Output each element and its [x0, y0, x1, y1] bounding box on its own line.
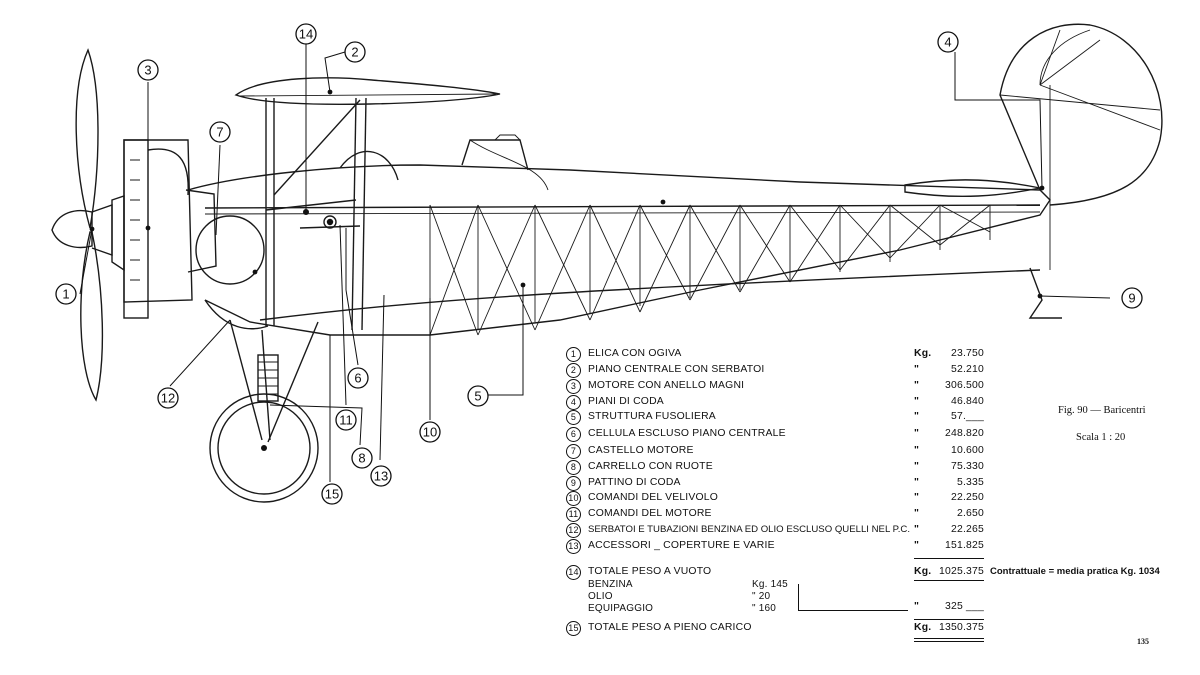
- load-label: EQUIPAGGIO: [588, 603, 654, 614]
- svg-text:13: 13: [374, 469, 388, 484]
- load-value: " 20: [752, 591, 771, 602]
- leader-lines: [79, 44, 1111, 482]
- load-total-unit: ": [914, 601, 920, 612]
- page-number: 135: [1137, 637, 1149, 646]
- landing-gear: [195, 215, 319, 503]
- svg-text:11: 11: [339, 413, 353, 428]
- svg-text:15: 15: [325, 487, 339, 502]
- callout-7: 7: [209, 121, 231, 143]
- callout-3: 3: [137, 59, 159, 81]
- svg-text:7: 7: [216, 125, 223, 140]
- svg-text:8: 8: [358, 451, 365, 466]
- wing-struts: [265, 97, 367, 331]
- svg-text:10: 10: [423, 425, 437, 440]
- svg-text:1: 1: [62, 287, 69, 302]
- callout-11: 11: [335, 409, 357, 431]
- callout-13: 13: [370, 465, 392, 487]
- engine: [91, 139, 217, 319]
- callout-6: 6: [347, 367, 369, 389]
- load-value: " 160: [752, 603, 777, 614]
- svg-text:3: 3: [144, 63, 151, 78]
- callout-5: 5: [467, 385, 489, 407]
- figure-caption: Fig. 90 — Baricentri: [1058, 405, 1146, 416]
- svg-text:12: 12: [161, 391, 175, 406]
- load-label: OLIO: [588, 591, 613, 602]
- svg-text:4: 4: [944, 35, 951, 50]
- scale-label: Scala 1 : 20: [1076, 432, 1126, 443]
- svg-text:9: 9: [1128, 291, 1135, 306]
- divider: [914, 558, 984, 559]
- callout-1: 1: [55, 283, 77, 305]
- divider: [914, 580, 984, 581]
- propeller: [51, 48, 104, 402]
- svg-text:2: 2: [351, 45, 358, 60]
- contract-note: Contrattuale = media pratica Kg. 1034: [990, 566, 1160, 577]
- callout-8: 8: [351, 447, 373, 469]
- callout-9: 9: [1121, 287, 1143, 309]
- divider: [914, 638, 984, 639]
- callout-10: 10: [419, 421, 441, 443]
- fuselage: [187, 164, 1051, 336]
- load-label: BENZINA: [588, 579, 633, 590]
- divider: [914, 619, 984, 620]
- callout-15: 15: [321, 483, 343, 505]
- svg-text:14: 14: [299, 27, 313, 42]
- load-total-value: 325 ___: [945, 601, 984, 612]
- callout-2: 2: [344, 41, 366, 63]
- svg-text:5: 5: [474, 389, 481, 404]
- cockpit: [339, 134, 549, 191]
- load-value: Kg. 145: [752, 579, 788, 590]
- divider: [914, 641, 984, 642]
- tail-assembly: [904, 23, 1163, 319]
- bracket-line: [798, 610, 908, 611]
- svg-text:6: 6: [354, 371, 361, 386]
- bracket: [798, 584, 799, 610]
- callout-14: 14: [295, 23, 317, 45]
- callout-4: 4: [937, 31, 959, 53]
- upper-wing: [234, 77, 501, 106]
- callout-12: 12: [157, 387, 179, 409]
